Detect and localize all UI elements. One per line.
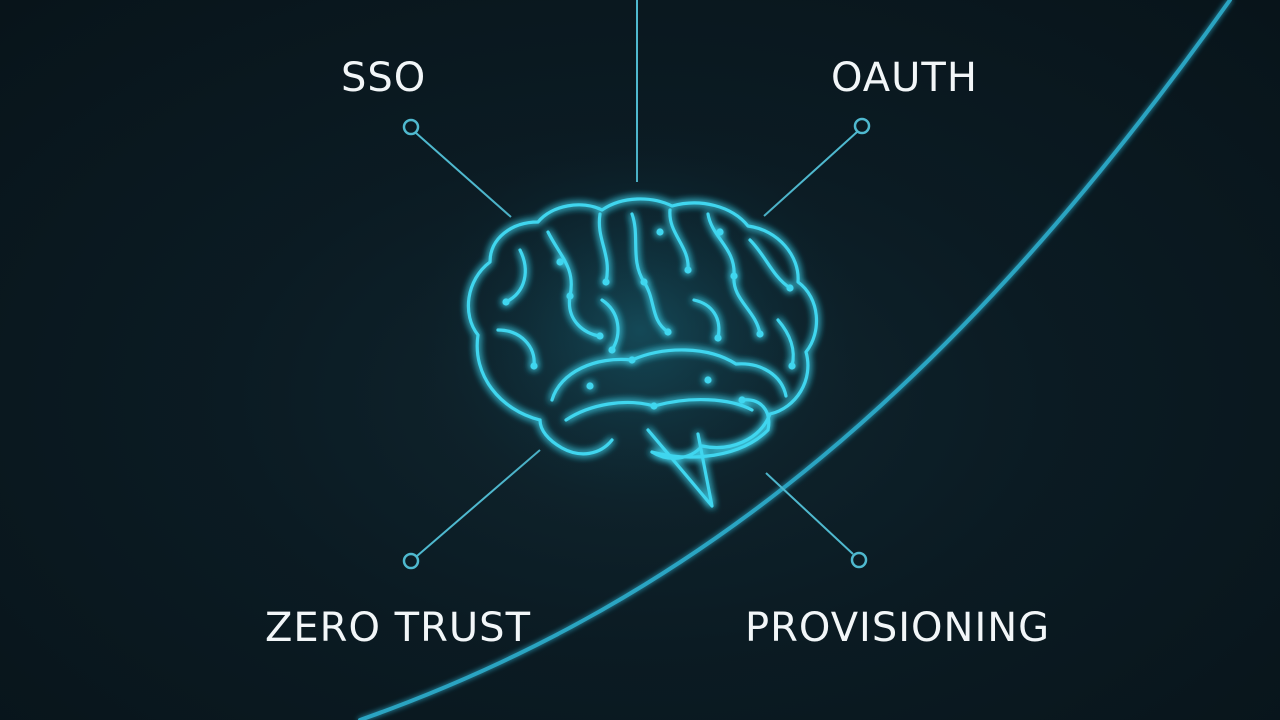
brain-circuit-icon — [466, 197, 819, 508]
connector-node-provisioning — [850, 551, 868, 569]
label-provisioning: PROVISIONING — [745, 605, 1051, 651]
connector-node-sso — [402, 118, 420, 136]
connector-node-zero-trust — [402, 552, 420, 570]
brain-halo — [400, 120, 880, 540]
label-sso: SSO — [341, 55, 427, 101]
label-zero-trust: ZERO TRUST — [265, 605, 531, 651]
label-oauth: OAUTH — [831, 55, 978, 101]
connector-node-oauth — [853, 117, 871, 135]
